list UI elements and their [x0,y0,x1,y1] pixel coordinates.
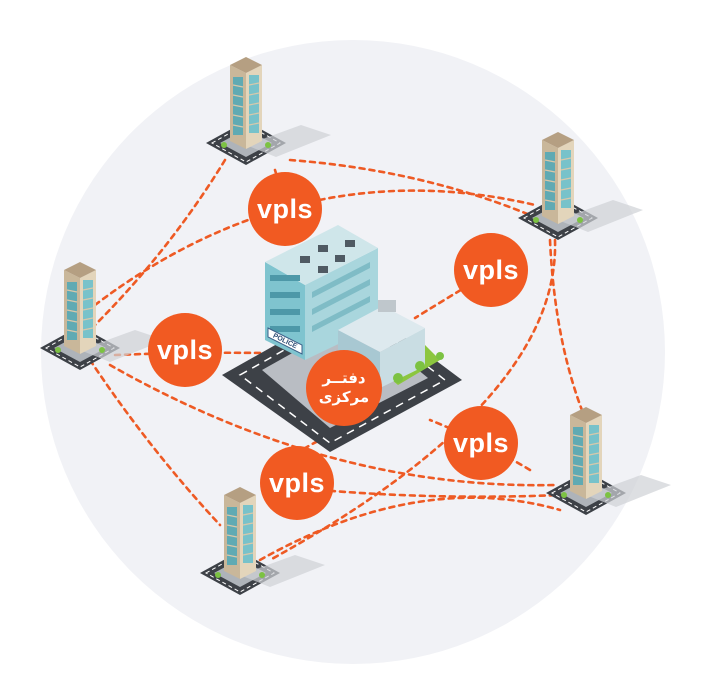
vpls-badge-bottom: vpls [260,446,334,520]
link-top-right [288,158,532,217]
link-upperright-hub [413,268,497,320]
vpls-badge-left: vpls [148,313,222,387]
vpls-badge-upper-right: vpls [454,233,528,307]
link-bottom-right [258,496,562,562]
headquarters-label-line2: مرکزی [318,388,370,406]
link-bottom-right2 [318,488,562,498]
link-top-left [93,158,227,327]
link-right-hub [428,418,532,472]
headquarters-label-line1: دفتــر [322,369,366,387]
link-left-upperright [93,189,537,307]
link-left-bottom [88,358,222,527]
link-upperright-bottom [268,238,557,562]
vpls-badge-right: vpls [444,406,518,480]
link-left-right [108,363,557,487]
vpls-links [88,158,592,562]
vpls-badge-top: vpls [248,172,322,246]
headquarters-badge: دفتــر مرکزی [306,350,382,426]
